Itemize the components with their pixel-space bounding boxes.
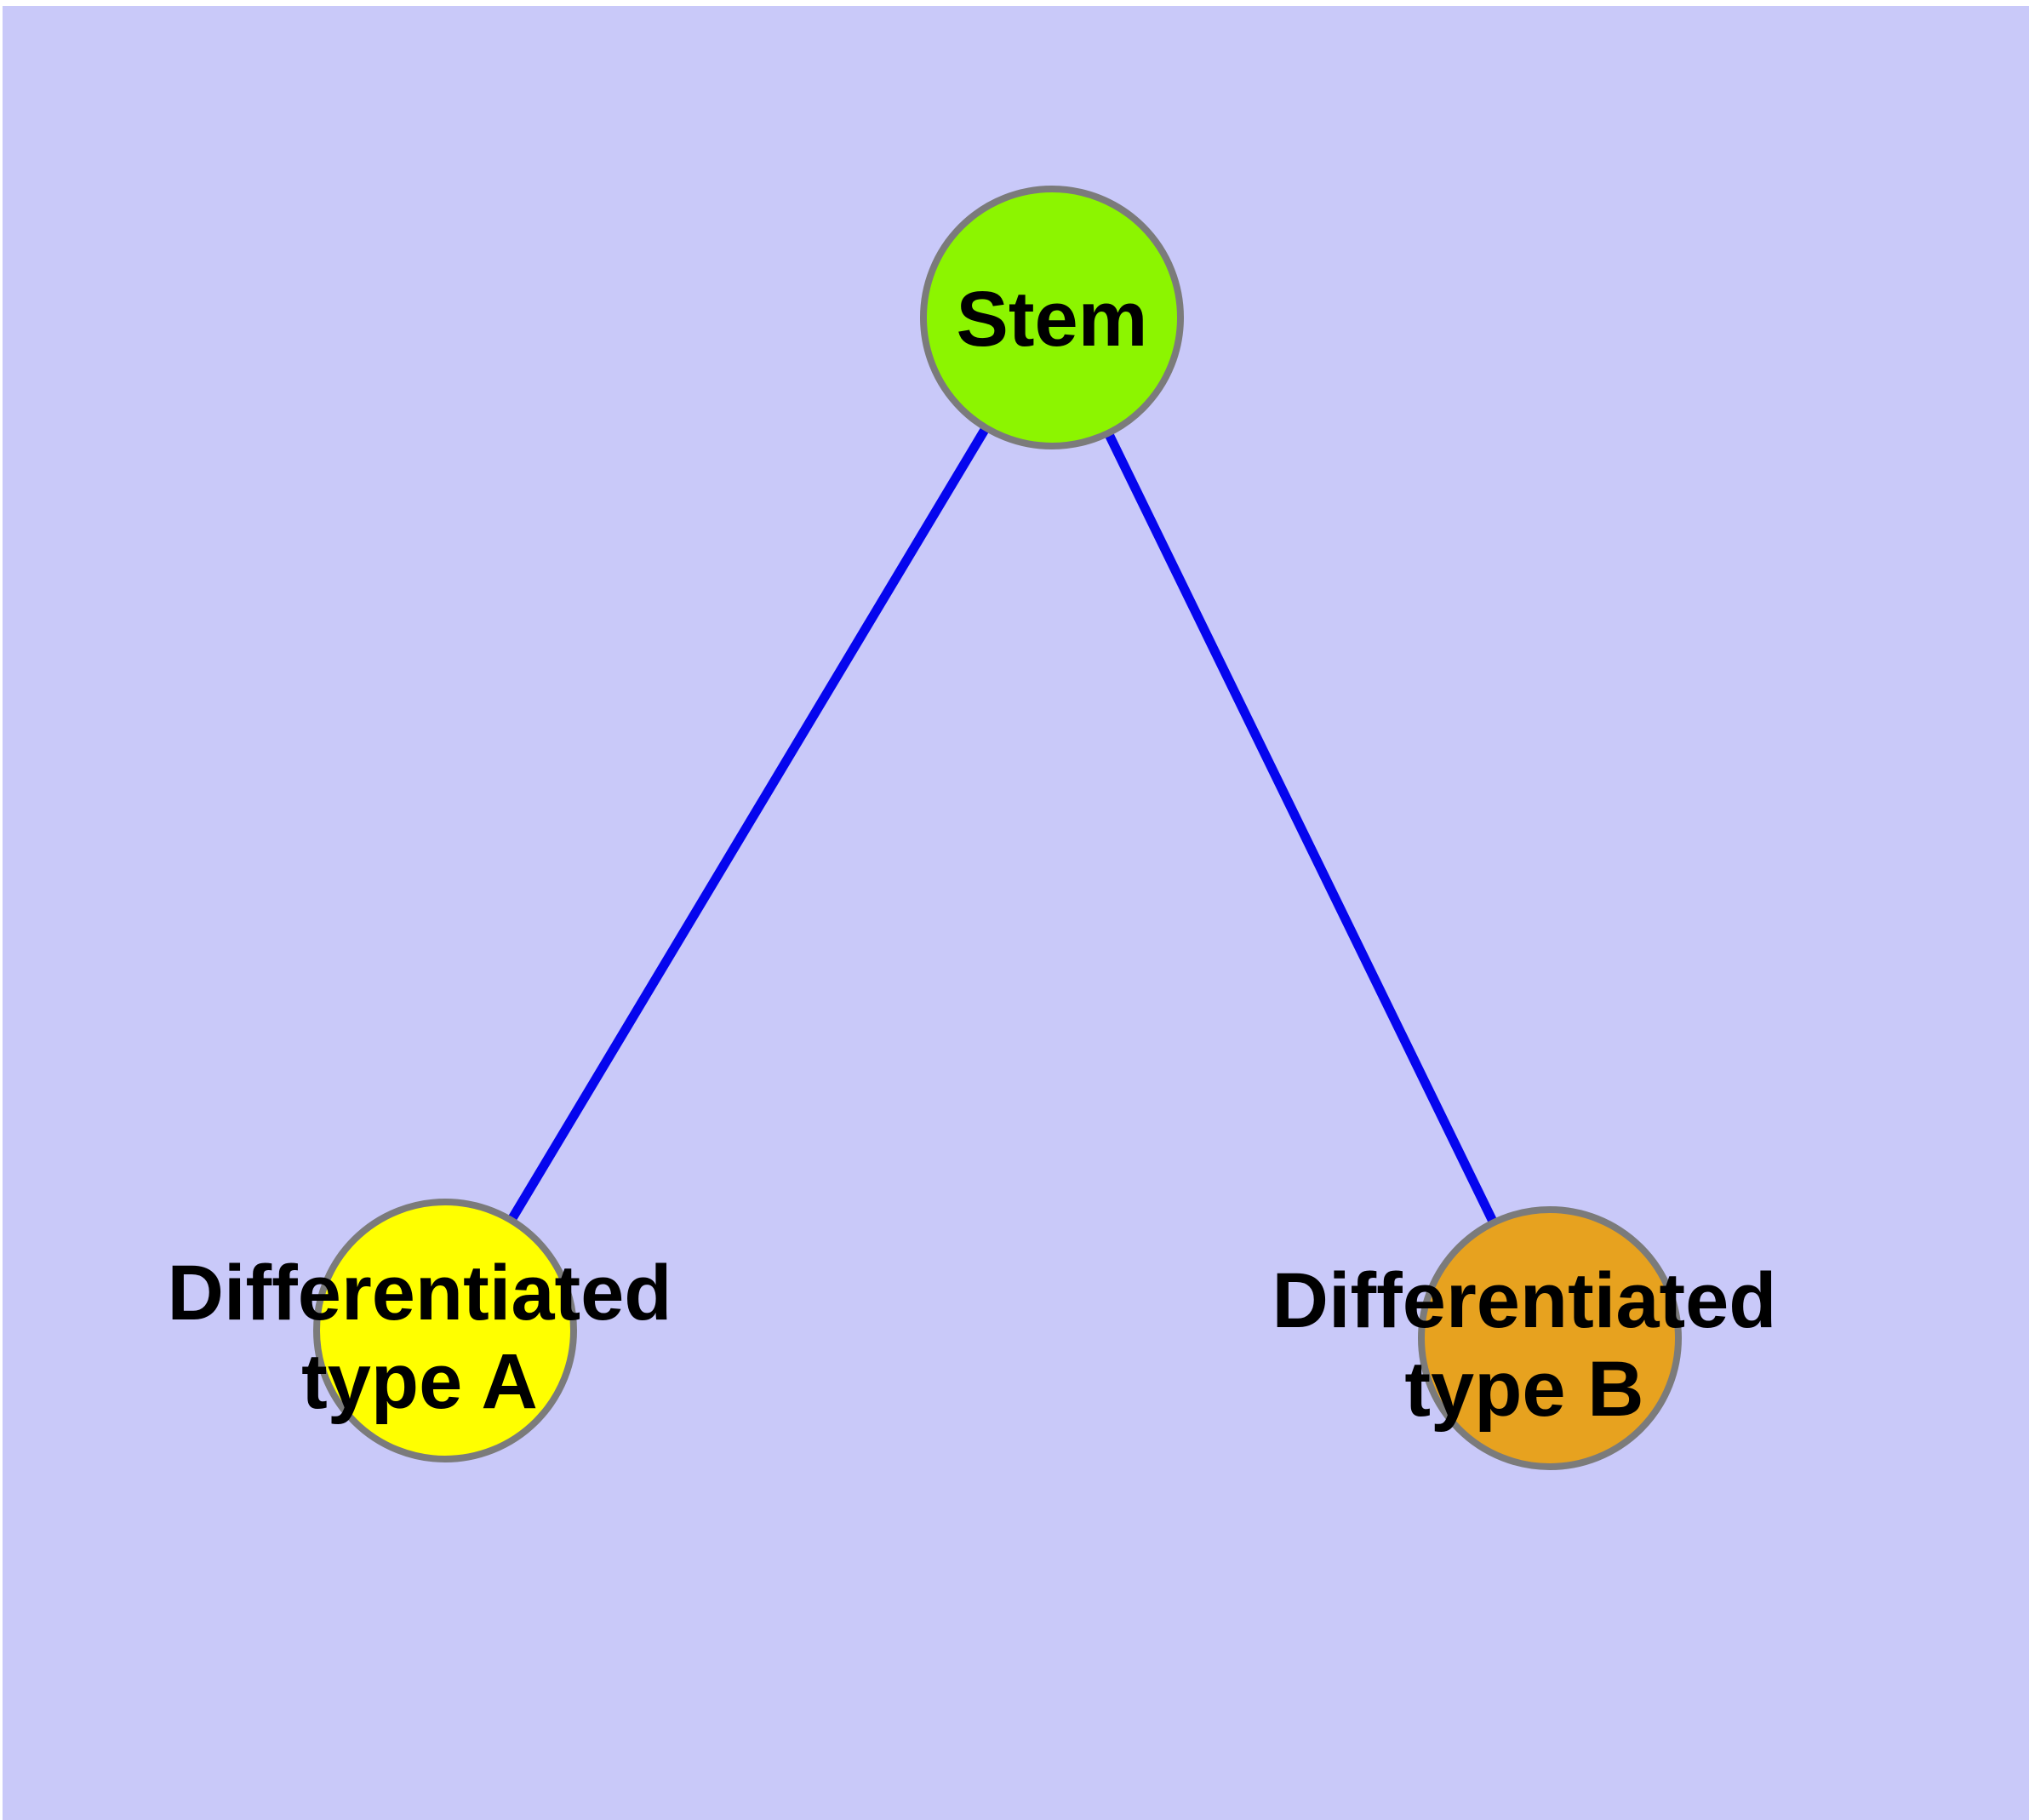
node-type-b-label-line1: Differentiated [1272,1257,1777,1344]
node-stem-circle [920,186,1184,449]
node-type-b: Differentiated type B [1272,1206,1777,1470]
node-type-a: Differentiated type A [168,1199,672,1462]
node-stem: Stem [920,186,1184,449]
edge-stem-to-type-b [1048,315,1554,1341]
node-type-a-label-line1: Differentiated [168,1250,672,1336]
node-type-b-circle [1418,1206,1682,1470]
node-stem-label: Stem [957,276,1148,363]
node-type-a-circle [313,1199,577,1462]
node-type-b-label-line2: type B [1404,1346,1643,1433]
node-type-a-label-line2: type A [301,1338,538,1425]
edge-stem-to-type-a [441,315,1056,1333]
